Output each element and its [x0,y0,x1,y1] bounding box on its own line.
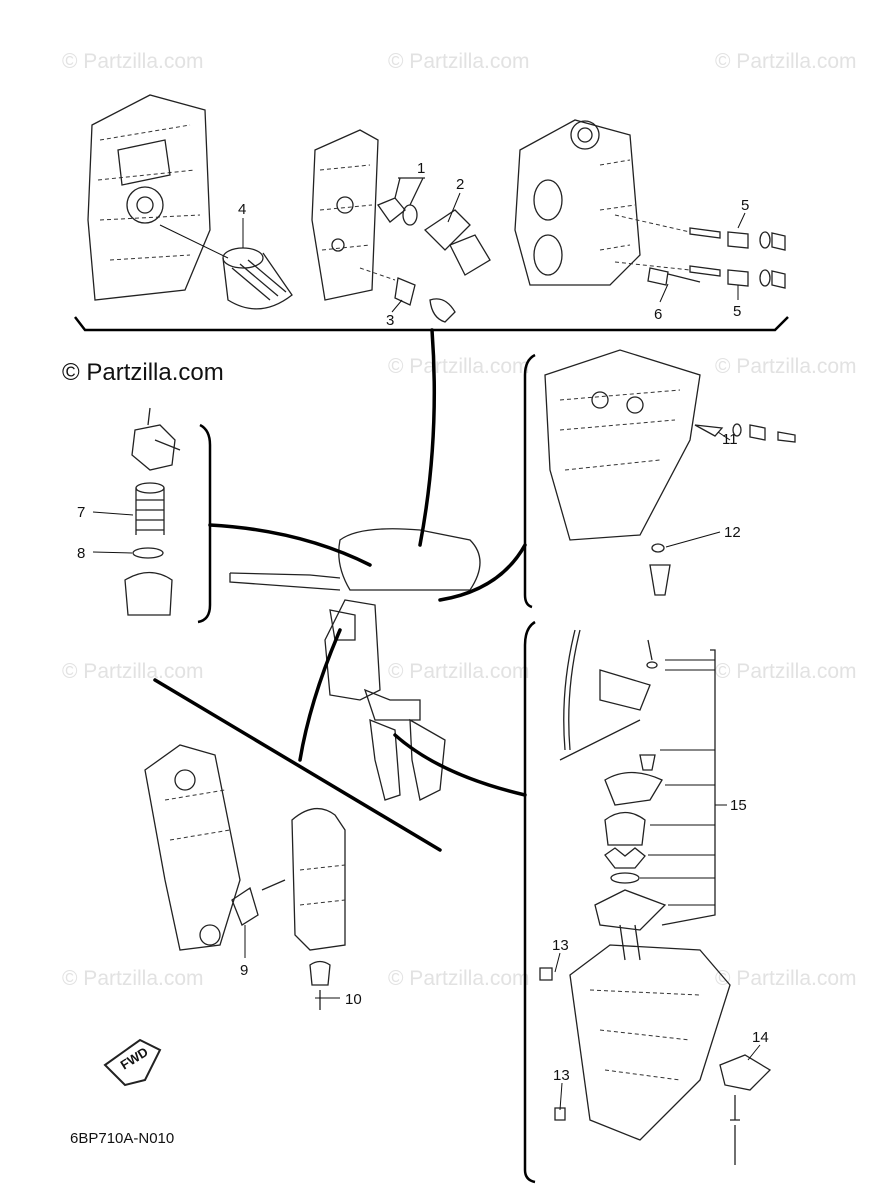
callout-14: 14 [752,1029,769,1046]
powerhead-group [74,94,789,332]
gasket-12 [651,543,665,553]
outboard-motor [229,528,481,801]
watermark: © Partzilla.com [388,967,530,990]
oil-filter [222,247,293,310]
callout-4: 4 [238,201,246,218]
callout-15: 15 [730,797,747,814]
callout-8: 8 [77,545,85,562]
breather-plate [694,423,796,443]
watermark: © Partzilla.com [388,50,530,73]
trim-tab-anode [719,1054,772,1165]
bracket-group [144,744,346,1010]
gasket [423,209,471,251]
watermark: © Partzilla.com [62,50,204,73]
callout-1: 1 [417,160,425,177]
fuel-filter-group [92,407,212,624]
callout-13b: 13 [553,1067,570,1084]
callout-5a: 5 [741,197,749,214]
o-ring [132,547,164,559]
watermark: © Partzilla.com [715,50,857,73]
callout-2: 2 [456,176,464,193]
spark-plug [647,267,701,286]
callout-6: 6 [654,306,662,323]
watermark: © Partzilla.com [715,967,857,990]
grommet [231,886,259,926]
lower-unit-group [523,620,772,1184]
watermark: © Partzilla.com [388,355,530,378]
callout-11: 11 [722,431,738,448]
callout-7: 7 [77,504,85,521]
bolt-sleeve-set [614,214,786,289]
upper-casing-group [523,349,796,609]
callout-3: 3 [386,312,394,329]
connector-lines [153,328,527,852]
watermark: © Partzilla.com [62,660,204,683]
callout-labels: 1 2 3 4 5 5 6 7 8 9 10 11 12 13 13 14 15 [77,160,769,1084]
fwd-arrow-icon: FWD [103,1038,162,1087]
callout-9: 9 [240,962,248,979]
fwd-label: FWD [118,1044,151,1072]
anode [359,267,456,323]
diagram-code: 6BP710A-N010 [70,1130,174,1147]
watermark-layer: © Partzilla.com © Partzilla.com © Partzi… [62,50,857,990]
watermark: © Partzilla.com [62,967,204,990]
callout-12: 12 [724,524,741,541]
thermostat [376,177,425,226]
fuel-filter-element [135,482,165,535]
callout-13a: 13 [552,937,569,954]
copyright-notice: © Partzilla.com [62,359,224,386]
watermark: © Partzilla.com [715,660,857,683]
watermark: © Partzilla.com [388,660,530,683]
watermark: © Partzilla.com [715,355,857,378]
callout-5b: 5 [733,303,741,320]
callout-10: 10 [345,991,362,1008]
water-pump-kit [594,639,667,931]
